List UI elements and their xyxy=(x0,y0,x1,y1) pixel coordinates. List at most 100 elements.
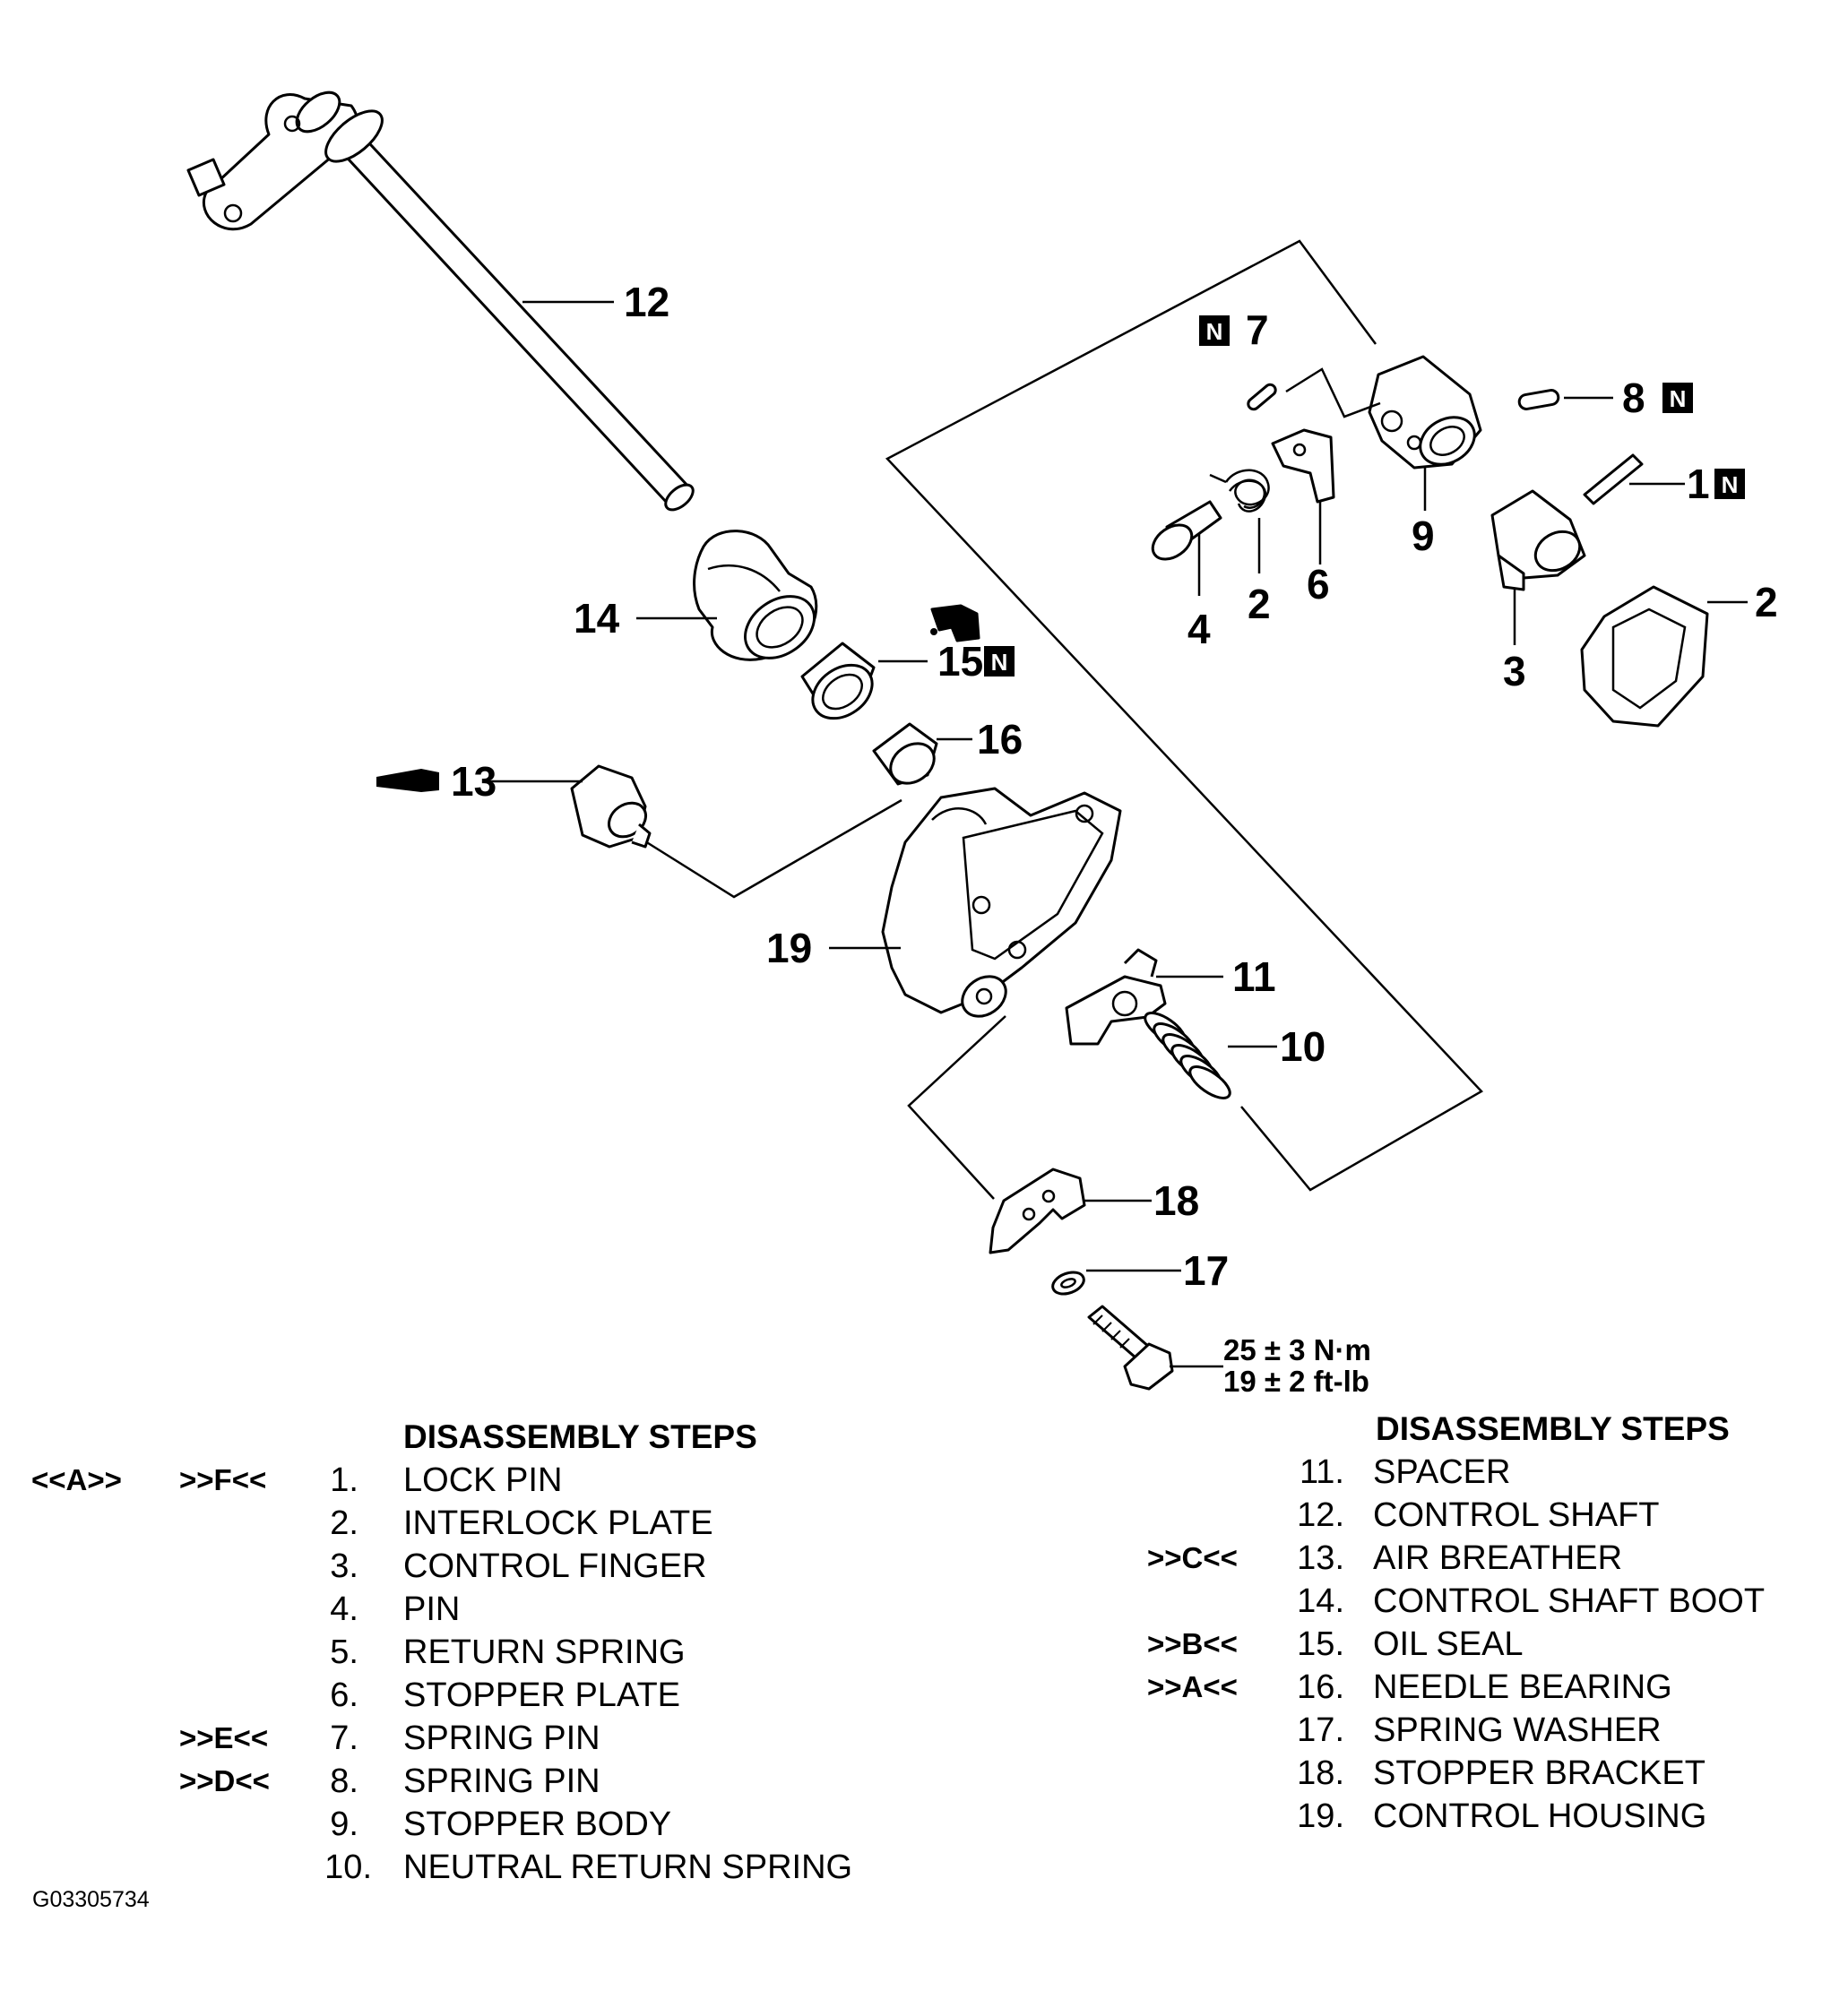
torque-spec-imperial: 19 ± 2 ft-lb xyxy=(1223,1365,1369,1398)
procedure-flag: >>C<< xyxy=(1147,1541,1238,1574)
spring-pin-7-drawing xyxy=(1247,367,1381,418)
step-name: CONTROL FINGER xyxy=(403,1547,707,1585)
step-name: SPRING PIN xyxy=(403,1719,600,1757)
list-item: >>B<< 15. OIL SEAL xyxy=(1138,1623,1837,1666)
callout-13: 13 xyxy=(451,758,497,805)
step-name: STOPPER BRACKET xyxy=(1373,1754,1706,1792)
step-number: 8. xyxy=(330,1762,358,1800)
step-name: RETURN SPRING xyxy=(403,1633,686,1671)
stopper-bracket-drawing xyxy=(989,1168,1152,1254)
left-list-heading: DISASSEMBLY STEPS xyxy=(403,1418,757,1455)
stopper-plate-drawing xyxy=(1271,428,1335,564)
svg-text:N: N xyxy=(1206,318,1223,345)
step-number: 19. xyxy=(1297,1797,1344,1835)
list-item: 10. NEUTRAL RETURN SPRING xyxy=(0,1846,932,1889)
callout-2-final: 2 xyxy=(1755,579,1778,625)
step-number: 16. xyxy=(1297,1668,1344,1706)
svg-text:N: N xyxy=(1722,471,1739,498)
list-item: 11. SPACER xyxy=(1138,1451,1837,1494)
spacer-drawing xyxy=(1065,948,1223,1046)
list-item: 3. CONTROL FINGER xyxy=(0,1545,932,1588)
control-finger-drawing xyxy=(1490,489,1586,645)
procedure-flag: >>F<< xyxy=(179,1463,267,1496)
list-item: >>D<< 8. SPRING PIN xyxy=(0,1760,932,1803)
new-part-mark-15: N xyxy=(984,646,1015,677)
step-number: 1. xyxy=(330,1461,358,1499)
step-number: 17. xyxy=(1297,1711,1344,1749)
step-name: SPRING WASHER xyxy=(1373,1711,1662,1749)
control-shaft-drawing xyxy=(186,90,695,512)
list-item: 18. STOPPER BRACKET xyxy=(1138,1752,1837,1795)
step-name: AIR BREATHER xyxy=(1373,1539,1623,1577)
callout-10: 10 xyxy=(1280,1023,1326,1070)
step-number: 7. xyxy=(330,1719,358,1757)
callout-15: 15 xyxy=(937,638,983,685)
step-number: 10. xyxy=(324,1849,372,1886)
callout-18: 18 xyxy=(1153,1177,1199,1224)
callout-11: 11 xyxy=(1232,953,1276,1000)
callout-6: 6 xyxy=(1307,561,1330,608)
step-name: SPRING PIN xyxy=(403,1762,600,1800)
callout-7: 7 xyxy=(1246,306,1269,353)
torque-spec-metric: 25 ± 3 N·m xyxy=(1223,1333,1371,1366)
list-item: 2. INTERLOCK PLATE xyxy=(0,1502,932,1545)
new-part-mark-8: N xyxy=(1662,383,1693,413)
list-item: 12. CONTROL SHAFT xyxy=(1138,1494,1837,1537)
list-item: >>E<< 7. SPRING PIN xyxy=(0,1717,932,1760)
right-disassembly-list: DISASSEMBLY STEPS 11. SPACER 12. CONTROL… xyxy=(1138,1408,1837,1856)
list-item: 5. RETURN SPRING xyxy=(0,1631,932,1674)
callout-16: 16 xyxy=(977,716,1023,763)
callout-17: 17 xyxy=(1183,1247,1229,1294)
step-name: CONTROL SHAFT BOOT xyxy=(1373,1582,1766,1620)
svg-text:N: N xyxy=(1670,385,1687,412)
new-part-mark-7: N xyxy=(1199,315,1230,346)
control-shaft-boot-drawing xyxy=(636,530,818,661)
step-name: LOCK PIN xyxy=(403,1461,563,1499)
step-number: 13. xyxy=(1297,1539,1344,1577)
list-item: 6. STOPPER PLATE xyxy=(0,1674,932,1717)
step-number: 12. xyxy=(1297,1496,1344,1534)
stopper-body-drawing xyxy=(1368,355,1482,511)
control-housing-drawing xyxy=(829,787,1122,1018)
step-name: OIL SEAL xyxy=(1373,1625,1524,1663)
callout-8: 8 xyxy=(1622,375,1645,421)
list-item: 17. SPRING WASHER xyxy=(1138,1709,1837,1752)
left-disassembly-list: DISASSEMBLY STEPS <<A>> >>F<< 1. LOCK PI… xyxy=(0,1416,932,1900)
new-part-mark-1: N xyxy=(1714,469,1745,499)
step-name: INTERLOCK PLATE xyxy=(403,1504,713,1542)
callout-14: 14 xyxy=(574,595,620,642)
callout-4: 4 xyxy=(1187,606,1211,652)
callout-1: 1 xyxy=(1687,461,1710,507)
list-item: >>C<< 13. AIR BREATHER xyxy=(1138,1537,1837,1580)
step-number: 2. xyxy=(330,1504,358,1542)
pin-drawing xyxy=(1151,500,1222,596)
list-item: <<A>> >>F<< 1. LOCK PIN xyxy=(0,1459,932,1502)
list-item: 19. CONTROL HOUSING xyxy=(1138,1795,1837,1838)
assembly-frame-lines xyxy=(644,239,1483,1200)
procedure-flag: >>A<< xyxy=(1147,1670,1238,1703)
procedure-flag: >>E<< xyxy=(179,1721,269,1754)
step-number: 4. xyxy=(330,1590,358,1628)
list-item: 9. STOPPER BODY xyxy=(0,1803,932,1846)
callout-19: 19 xyxy=(766,925,812,971)
right-list-heading: DISASSEMBLY STEPS xyxy=(1376,1410,1730,1447)
step-name: STOPPER PLATE xyxy=(403,1676,681,1714)
step-name: PIN xyxy=(403,1590,461,1628)
image-code: G03305734 xyxy=(32,1887,150,1912)
procedure-flag: <<A>> xyxy=(31,1463,122,1496)
step-name: SPACER xyxy=(1373,1453,1511,1491)
callout-5: 2 xyxy=(1248,581,1271,627)
step-number: 9. xyxy=(330,1805,358,1843)
step-number: 11. xyxy=(1299,1453,1344,1491)
oil-seal-drawing xyxy=(800,604,980,720)
list-item: 14. CONTROL SHAFT BOOT xyxy=(1138,1580,1837,1623)
step-name: NEUTRAL RETURN SPRING xyxy=(403,1849,853,1886)
lock-pin-drawing xyxy=(1583,453,1685,505)
callout-9: 9 xyxy=(1412,513,1435,559)
step-number: 18. xyxy=(1297,1754,1344,1792)
return-spring-drawing xyxy=(1209,469,1270,573)
step-name: CONTROL SHAFT xyxy=(1373,1496,1660,1534)
callout-12: 12 xyxy=(624,279,669,325)
list-item: >>A<< 16. NEEDLE BEARING xyxy=(1138,1666,1837,1709)
